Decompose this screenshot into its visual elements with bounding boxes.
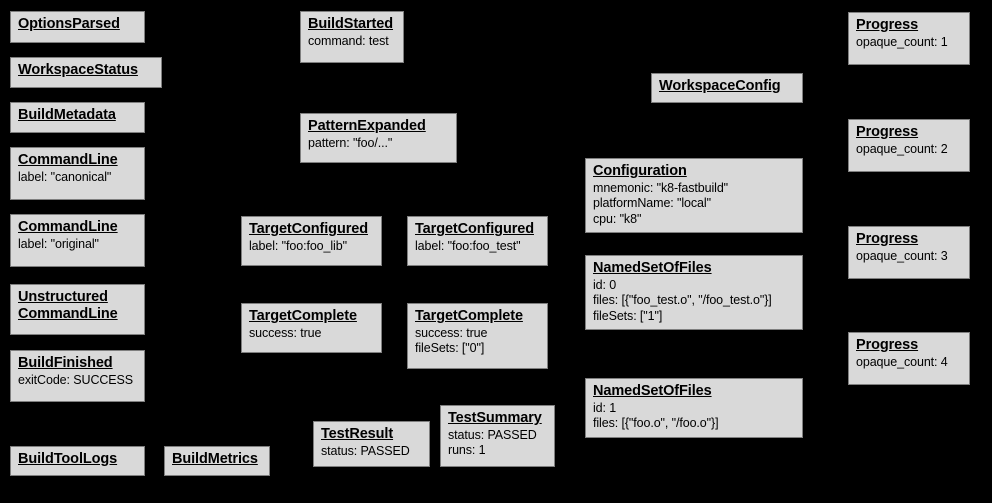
node-title: BuildToolLogs: [18, 451, 118, 467]
node-title: BuildFinished: [18, 355, 113, 371]
node-title: NamedSetOfFiles: [593, 383, 712, 399]
node-title: BuildStarted: [308, 16, 394, 32]
node-fields: opaque_count: 2: [856, 141, 948, 156]
node-fields: mnemonic: "k8-fastbuild" platformName: "…: [593, 180, 729, 226]
node-fields: id: 1 files: [{"foo.o", "/foo.o"}]: [593, 400, 719, 431]
node-title: WorkspaceStatus: [18, 62, 138, 78]
node-workspace-status[interactable]: WorkspaceStatus: [10, 57, 162, 88]
node-title: Progress: [856, 337, 919, 353]
node-title: PatternExpanded: [308, 118, 426, 134]
node-fields: opaque_count: 1: [856, 34, 948, 49]
node-fields: label: "foo:foo_lib": [249, 238, 347, 253]
node-fields: label: "foo:foo_test": [415, 238, 521, 253]
node-build-tool-logs[interactable]: BuildToolLogs: [10, 446, 145, 476]
node-fields: status: PASSED: [321, 443, 410, 458]
node-title: Progress: [856, 231, 919, 247]
node-title: TargetConfigured: [249, 221, 368, 237]
node-title: Configuration: [593, 163, 687, 179]
node-title: OptionsParsed: [18, 16, 120, 32]
node-fields: label: "original": [18, 236, 99, 251]
node-fields: pattern: "foo/...": [308, 135, 393, 150]
node-title: Progress: [856, 124, 919, 140]
node-fields: success: true: [249, 325, 322, 340]
node-fields: status: PASSED runs: 1: [448, 427, 537, 458]
node-title: CommandLine: [18, 219, 118, 235]
node-fields: command: test: [308, 33, 389, 48]
node-title: Progress: [856, 17, 919, 33]
node-title: TargetComplete: [415, 308, 523, 324]
node-title: TestSummary: [448, 410, 542, 426]
node-fields: id: 0 files: [{"foo_test.o", "/foo_test.…: [593, 277, 772, 323]
node-fields: success: true fileSets: ["0"]: [415, 325, 488, 356]
node-fields: label: "canonical": [18, 169, 112, 184]
node-title: TargetConfigured: [415, 221, 534, 237]
node-build-metrics[interactable]: BuildMetrics: [164, 446, 270, 476]
node-title: WorkspaceConfig: [659, 78, 781, 94]
node-title: NamedSetOfFiles: [593, 260, 712, 276]
node-workspace-config[interactable]: WorkspaceConfig: [651, 73, 803, 103]
node-title: BuildMetrics: [172, 451, 258, 467]
node-title: TestResult: [321, 426, 394, 442]
node-options-parsed[interactable]: OptionsParsed: [10, 11, 145, 43]
node-fields: opaque_count: 4: [856, 354, 948, 369]
node-build-metadata[interactable]: BuildMetadata: [10, 102, 145, 133]
node-title: BuildMetadata: [18, 107, 116, 123]
node-unstructured-command-line[interactable]: Unstructured CommandLine: [10, 284, 145, 335]
node-fields: opaque_count: 3: [856, 248, 948, 263]
node-fields: exitCode: SUCCESS: [18, 372, 134, 387]
node-title: TargetComplete: [249, 308, 357, 324]
node-title: Unstructured CommandLine: [18, 289, 118, 322]
node-title: CommandLine: [18, 152, 118, 168]
